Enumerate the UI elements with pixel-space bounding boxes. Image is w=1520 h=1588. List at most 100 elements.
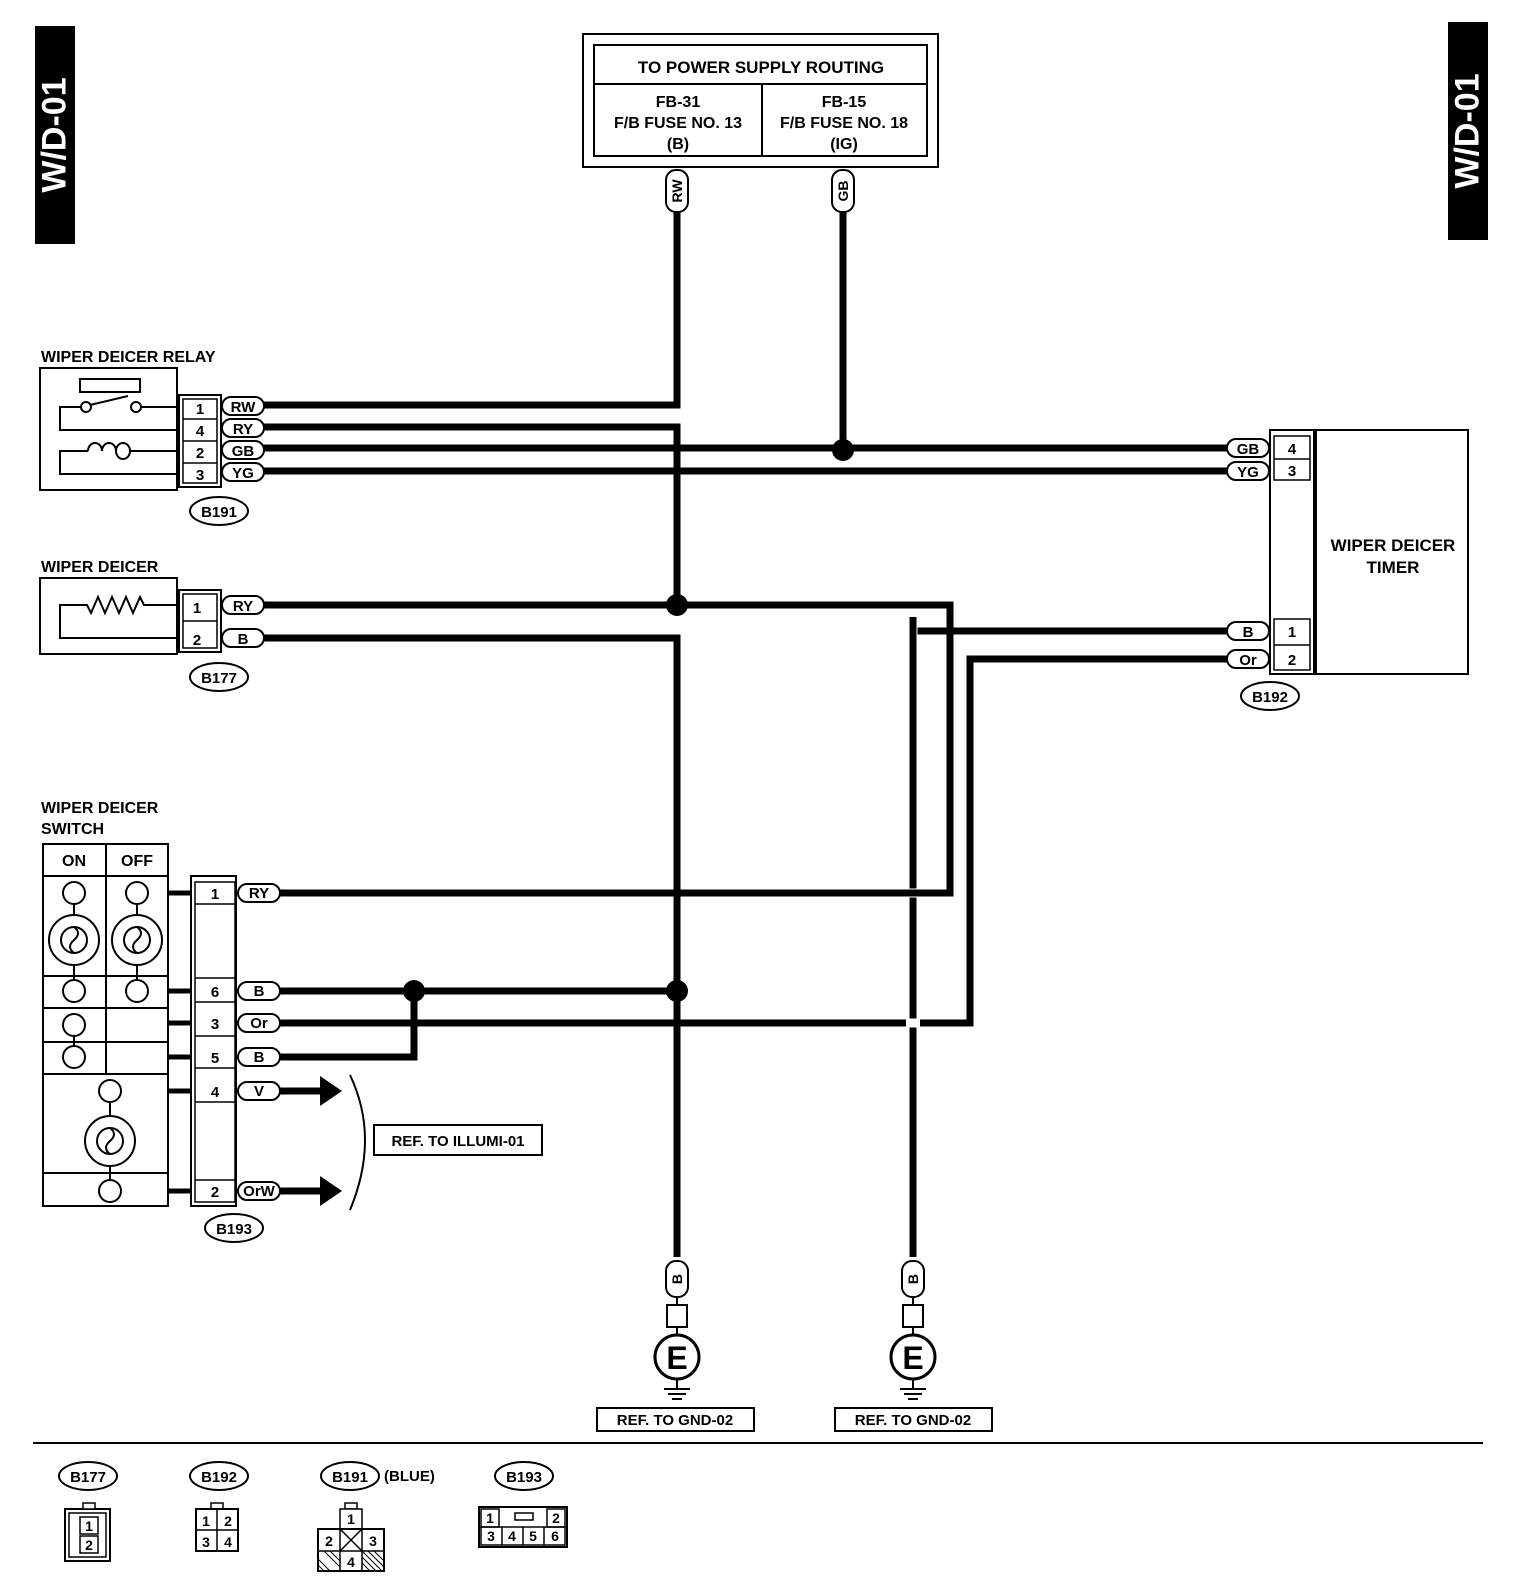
wire-b-deicer [262, 634, 681, 1257]
legend-b177: B177 1 2 [58, 1461, 118, 1562]
relay-pin: 3 [196, 467, 204, 484]
page-tag-right: W/D-01 [1448, 22, 1488, 240]
switch-leads [168, 890, 192, 1194]
svg-text:1: 1 [85, 1518, 93, 1534]
svg-text:5: 5 [529, 1528, 537, 1544]
legend-b193: B193 1 2 3 4 5 6 [478, 1461, 568, 1548]
wiper-deicer-switch: WIPER DEICER SWITCH ON OFF [41, 800, 281, 1243]
splice-ry [666, 594, 688, 616]
relay-pin: 4 [196, 423, 205, 440]
svg-text:4: 4 [224, 1534, 232, 1550]
ground-right: B E REF. TO GND-02 [834, 1260, 993, 1432]
power-box-title: TO POWER SUPPLY ROUTING [638, 58, 884, 77]
splice-points [403, 439, 854, 1002]
relay-pin: 1 [196, 401, 204, 418]
timer-pin: 3 [1288, 463, 1296, 480]
deicer-wire: B [238, 631, 249, 648]
relay-connector-label: B191 [201, 504, 237, 521]
switch-wire: V [254, 1083, 264, 1100]
switch-pin: 5 [211, 1050, 219, 1067]
switch-pin: 4 [211, 1084, 220, 1101]
wire-tag-rw: RW [669, 179, 685, 203]
switch-wire: B [254, 983, 265, 1000]
wire-ry-switch [262, 601, 954, 897]
timer-connector-label: B192 [1252, 689, 1288, 706]
switch-col-on: ON [62, 853, 86, 870]
relay-wire: GB [232, 443, 255, 460]
switch-wire: Or [250, 1015, 268, 1032]
wire-ry-relay [262, 423, 681, 605]
deicer-wire: RY [233, 598, 253, 615]
switch-wire: OrW [243, 1183, 276, 1200]
relay-coil-icon [59, 442, 176, 475]
wires [262, 206, 1230, 1257]
switch-pin: 6 [211, 984, 219, 1001]
relay-pin: 2 [196, 445, 204, 462]
legend-b192: B192 1 2 3 4 [189, 1461, 249, 1552]
timer-title-line1: WIPER DEICER [1331, 536, 1456, 555]
ground-e-label: E [902, 1340, 923, 1376]
wire-b-switch5 [262, 991, 418, 1061]
svg-text:2: 2 [85, 1537, 93, 1553]
deicer-pin: 1 [193, 600, 201, 617]
wiper-deicer-relay: WIPER DEICER RELAY 1 4 2 3 RW RY GB Y [39, 349, 265, 526]
fuse-left-line1: FB-31 [656, 94, 701, 111]
svg-text:1: 1 [347, 1511, 355, 1527]
relay-wire: RW [231, 399, 257, 416]
legend-b191: B191 (BLUE) 1 2 3 4 [317, 1461, 435, 1572]
wire-rw [262, 206, 681, 409]
arrow-v [320, 1076, 342, 1106]
splice-gb [832, 439, 854, 461]
ground-ref-label: REF. TO GND-02 [855, 1412, 971, 1429]
ref-illumi-label: REF. TO ILLUMI-01 [391, 1133, 524, 1150]
switch-title-line1: WIPER DEICER [41, 800, 159, 817]
svg-text:4: 4 [347, 1554, 355, 1570]
svg-text:B177: B177 [70, 1469, 106, 1486]
svg-text:1: 1 [202, 1513, 210, 1529]
fuse-left-line3: (B) [667, 136, 689, 153]
relay-wire: RY [233, 421, 253, 438]
ground-left: B E REF. TO GND-02 [596, 1260, 755, 1432]
fuse-wire-tags: RW GB [665, 169, 855, 213]
fuse-right-line2: F/B FUSE NO. 18 [780, 115, 908, 132]
switch-col-off: OFF [121, 853, 153, 870]
switch-title-line2: SWITCH [41, 821, 104, 838]
legend-b191-color: (BLUE) [384, 1468, 435, 1485]
heater-resistor-icon [59, 594, 176, 639]
ground-ref-label: REF. TO GND-02 [617, 1412, 733, 1429]
page-tag-left: W/D-01 [35, 26, 75, 244]
svg-text:B193: B193 [506, 1469, 542, 1486]
switch-contacts-icon [62, 881, 149, 1203]
fuse-right-line1: FB-15 [822, 94, 867, 111]
timer-title-line2: TIMER [1367, 558, 1420, 577]
wire-tag-gb: GB [835, 181, 851, 202]
fuse-right-line3: (IG) [830, 136, 858, 153]
svg-text:2: 2 [552, 1510, 560, 1526]
crossing-redraw [906, 617, 957, 1027]
timer-wire: GB [1237, 441, 1260, 458]
svg-text:2: 2 [224, 1513, 232, 1529]
wiper-deicer: WIPER DEICER 1 2 RY B B177 [39, 559, 265, 692]
timer-pin: 4 [1288, 441, 1297, 458]
timer-pin: 1 [1288, 624, 1296, 641]
relay-wire: YG [232, 465, 254, 482]
wire-b-timer [909, 627, 1230, 1257]
svg-text:1: 1 [486, 1510, 494, 1526]
deicer-connector-label: B177 [201, 670, 237, 687]
timer-pin: 2 [1288, 652, 1296, 669]
switch-wire: RY [249, 885, 269, 902]
svg-text:6: 6 [551, 1528, 559, 1544]
illumi-reference: REF. TO ILLUMI-01 [349, 1074, 543, 1211]
timer-wire: Or [1239, 652, 1257, 669]
svg-text:B191: B191 [332, 1469, 368, 1486]
switch-lamp-icons [48, 914, 163, 1167]
ground-wire-tag: B [669, 1274, 685, 1284]
splice-b-ground [666, 980, 688, 1002]
relay-title: WIPER DEICER RELAY [41, 349, 216, 366]
svg-text:3: 3 [369, 1533, 377, 1549]
svg-text:4: 4 [508, 1528, 516, 1544]
wiper-deicer-timer: WIPER DEICER TIMER 4 3 1 2 GB YG B Or B1… [1226, 429, 1469, 711]
svg-text:3: 3 [202, 1534, 210, 1550]
switch-wire: B [254, 1049, 265, 1066]
